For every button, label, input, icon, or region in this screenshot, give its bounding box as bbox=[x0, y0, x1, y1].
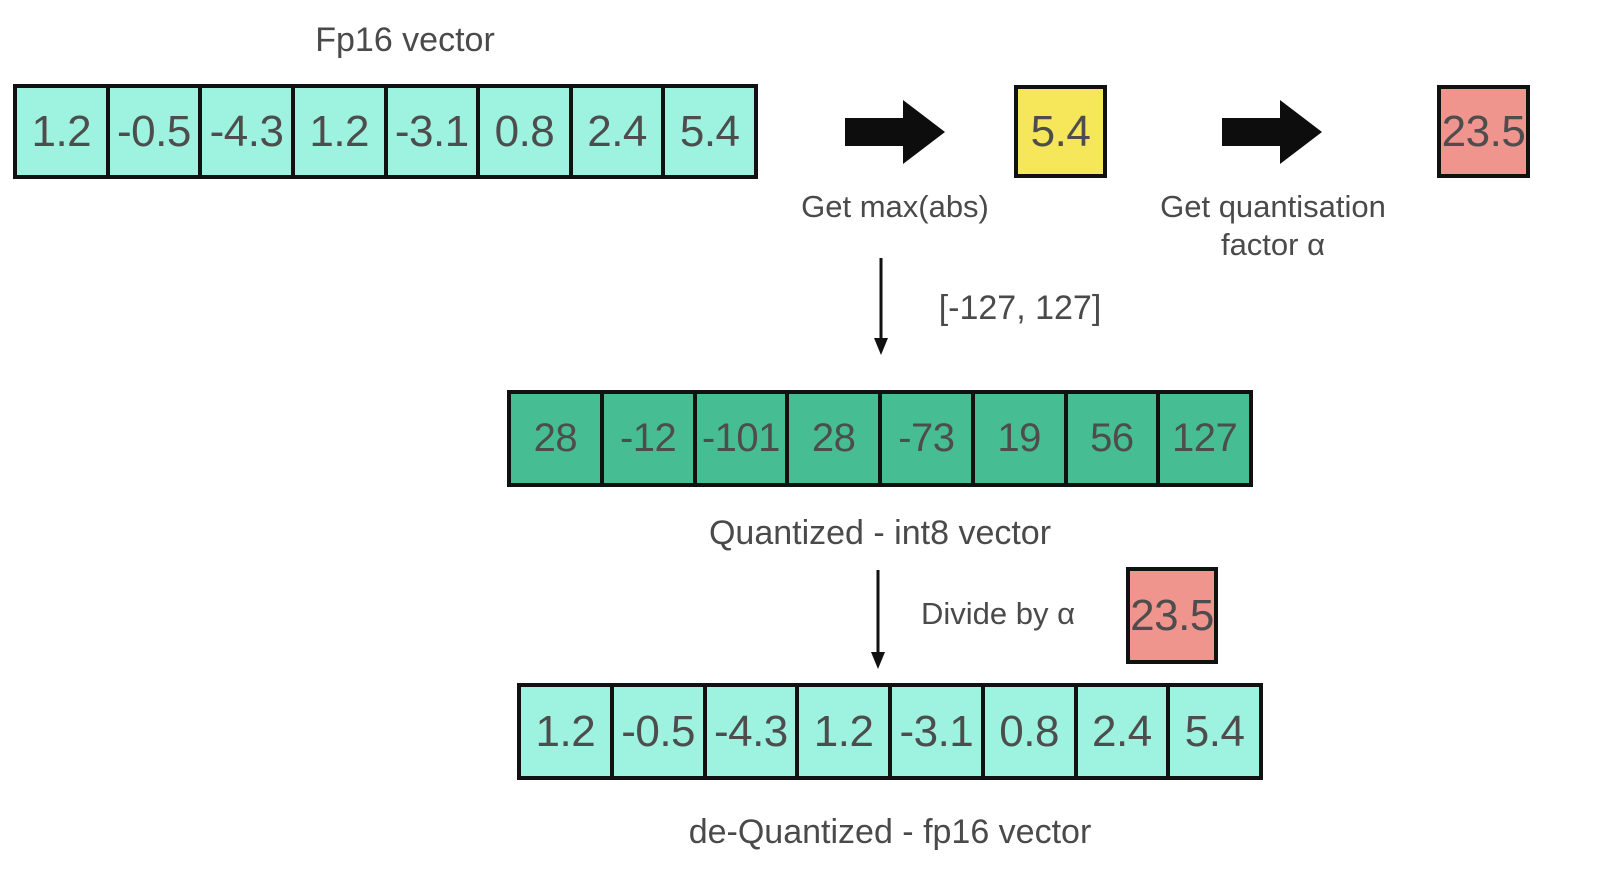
max-abs-value-box: 5.4 bbox=[1014, 85, 1107, 178]
fp16-cell: 0.8 bbox=[476, 88, 569, 175]
quantisation-factor-box: 23.5 bbox=[1437, 85, 1530, 178]
fp16-cell: 1.2 bbox=[17, 88, 106, 175]
fp16-cell: 5.4 bbox=[661, 88, 754, 175]
int8-cell: 19 bbox=[970, 394, 1064, 483]
fp16-cell: -3.1 bbox=[383, 88, 477, 175]
get-max-abs-label: Get max(abs) bbox=[801, 189, 989, 224]
divide-factor-box: 23.5 bbox=[1126, 567, 1218, 664]
divide-by-alpha-label: Divide by α bbox=[920, 596, 1076, 631]
fp16-vector-label: Fp16 vector bbox=[315, 21, 495, 59]
int8-range-label: [-127, 127] bbox=[938, 289, 1102, 327]
fp16-vector: 1.2 -0.5 -4.3 1.2 -3.1 0.8 2.4 5.4 bbox=[13, 84, 758, 179]
dequant-cell: 1.2 bbox=[521, 687, 610, 776]
dequant-cell: -0.5 bbox=[609, 687, 703, 776]
dequant-cell: 5.4 bbox=[1166, 687, 1259, 776]
int8-vector: 28 -12 -101 28 -73 19 56 127 bbox=[507, 390, 1253, 487]
int8-cell: -73 bbox=[878, 394, 971, 483]
fp16-cell: 1.2 bbox=[290, 88, 384, 175]
dequant-cell: -3.1 bbox=[888, 687, 981, 776]
fp16-cell: -0.5 bbox=[105, 88, 199, 175]
int8-vector-label: Quantized - int8 vector bbox=[708, 514, 1052, 552]
dequant-cell: -4.3 bbox=[702, 687, 796, 776]
arrow-down-thin-icon bbox=[872, 258, 890, 356]
dequant-cell: 1.2 bbox=[795, 687, 888, 776]
fp16-cell: -4.3 bbox=[198, 88, 291, 175]
fp16-cell: 2.4 bbox=[568, 88, 662, 175]
get-quantisation-factor-label: Get quantisation factor α bbox=[1160, 189, 1386, 262]
int8-cell: 127 bbox=[1156, 394, 1249, 483]
dequant-cell: 0.8 bbox=[980, 687, 1074, 776]
int8-cell: 28 bbox=[511, 394, 600, 483]
arrow-down-thin-icon bbox=[869, 570, 887, 670]
int8-cell: -12 bbox=[599, 394, 693, 483]
dequantized-vector-label: de-Quantized - fp16 vector bbox=[688, 813, 1092, 851]
int8-cell: 56 bbox=[1063, 394, 1157, 483]
arrow-right-thick-icon bbox=[845, 98, 945, 166]
dequant-cell: 2.4 bbox=[1073, 687, 1167, 776]
int8-cell: -101 bbox=[692, 394, 786, 483]
arrow-right-thick-icon bbox=[1222, 98, 1322, 166]
dequantized-fp16-vector: 1.2 -0.5 -4.3 1.2 -3.1 0.8 2.4 5.4 bbox=[517, 683, 1263, 780]
int8-cell: 28 bbox=[785, 394, 878, 483]
